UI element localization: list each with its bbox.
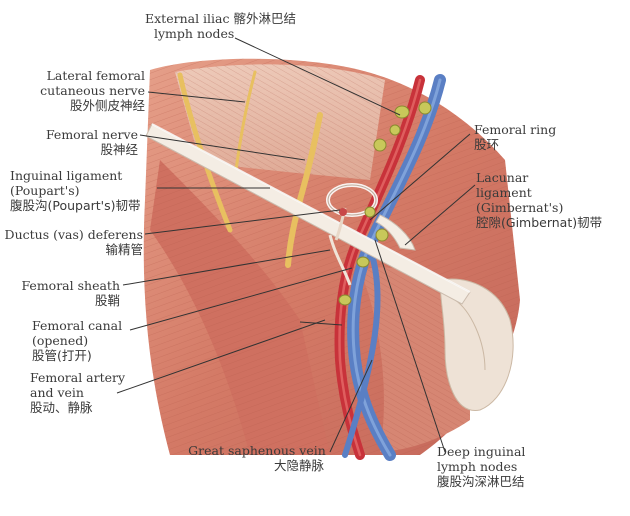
label-text: and vein	[30, 385, 84, 400]
label-text: lymph nodes	[437, 459, 518, 474]
deep-inguinal-lymph-nodes	[338, 206, 389, 306]
label-femoral-canal: Femoral canal (opened) 股管(打开)	[32, 318, 122, 363]
leader-deep-inguinal	[374, 239, 446, 453]
great-saphenous-vein	[342, 252, 381, 458]
leader-lateral-femoral	[147, 91, 246, 103]
label-text: Lateral femoral	[46, 68, 145, 83]
leader-great-saphenous	[329, 359, 373, 453]
label-text: cutaneous nerve	[40, 83, 145, 98]
label-text: Great saphenous vein	[188, 443, 326, 458]
leader-femoral-ring	[369, 133, 471, 221]
label-text: External iliac	[145, 11, 230, 26]
label-zh: 大隐静脉	[273, 458, 324, 473]
label-zh: 腹股沟(Poupart's)韧带	[10, 198, 141, 213]
label-femoral-ring: Femoral ring 股环	[474, 122, 556, 152]
ductus-deferens	[334, 207, 347, 241]
label-zh: 腹股沟深淋巴结	[437, 474, 525, 489]
label-femoral-sheath: Femoral sheath 股鞘	[10, 278, 120, 308]
label-ductus-deferens: Ductus (vas) deferens 输精管	[0, 227, 143, 257]
leader-femoral-sheath	[122, 249, 331, 286]
abdominal-wall	[175, 64, 385, 180]
label-zh: 股环	[474, 137, 500, 152]
label-text: lymph nodes	[154, 26, 235, 41]
leader-femoral-canal	[129, 267, 353, 331]
label-zh: 股外侧皮神经	[69, 98, 145, 113]
label-text: (Gimbernat's)	[476, 200, 564, 215]
label-text: Femoral nerve	[45, 127, 138, 142]
label-zh: 股管(打开)	[32, 348, 92, 363]
leader-external-iliac	[234, 37, 401, 116]
leader-femoral-artery	[116, 319, 326, 394]
leader-femoral-nerve	[139, 134, 306, 161]
sartorius-muscle	[150, 160, 330, 455]
label-great-saphenous-vein: Great saphenous vein 大隐静脉	[182, 443, 332, 473]
label-inguinal-ligament: Inguinal ligament (Poupart's) 腹股沟(Poupar…	[10, 168, 141, 213]
label-zh: 输精管	[105, 242, 143, 257]
leader-femoral-artery-2	[299, 321, 343, 326]
label-text: Ductus (vas) deferens	[4, 227, 143, 242]
leader-lines	[116, 37, 476, 453]
femoral-vein	[347, 74, 446, 461]
label-zh: 股鞘	[94, 293, 120, 308]
label-text: Lacunar	[476, 170, 529, 185]
label-deep-inguinal-lymph-nodes: Deep inguinal lymph nodes 腹股沟深淋巴结	[437, 444, 525, 489]
femoral-sheath	[326, 183, 378, 286]
label-text: Inguinal ligament	[10, 168, 123, 183]
label-zh: 股动、静脉	[30, 400, 93, 415]
label-text: Femoral ring	[474, 122, 557, 137]
label-zh: 髂外淋巴结	[233, 11, 296, 26]
label-zh: 腔隙(Gimbernat)韧带	[476, 215, 603, 230]
label-external-iliac-lymph-nodes: External iliac 髂外淋巴结 lymph nodes	[145, 11, 296, 41]
label-zh: 股神经	[100, 142, 138, 157]
label-text: ligament	[476, 185, 532, 200]
lacunar-ligament	[375, 214, 416, 251]
label-text: Deep inguinal	[437, 444, 526, 459]
external-iliac-lymph-nodes	[373, 101, 432, 152]
label-text: (Poupart's)	[10, 183, 80, 198]
label-text: (opened)	[32, 333, 89, 348]
label-text: Femoral sheath	[21, 278, 120, 293]
label-lateral-femoral-cutaneous-nerve: Lateral femoral cutaneous nerve 股外侧皮神经	[30, 68, 145, 113]
label-femoral-nerve: Femoral nerve 股神经	[30, 127, 138, 157]
leader-lacunar	[404, 184, 476, 246]
label-text: Femoral artery	[30, 370, 126, 385]
label-text: Femoral canal	[32, 318, 123, 333]
femoral-nerve	[285, 112, 323, 268]
label-femoral-artery-and-vein: Femoral artery and vein 股动、静脉	[30, 370, 125, 415]
leader-ductus	[144, 209, 341, 235]
spermatic-cord	[439, 278, 514, 411]
label-lacunar-ligament: Lacunar ligament (Gimbernat's) 腔隙(Gimber…	[476, 170, 602, 230]
